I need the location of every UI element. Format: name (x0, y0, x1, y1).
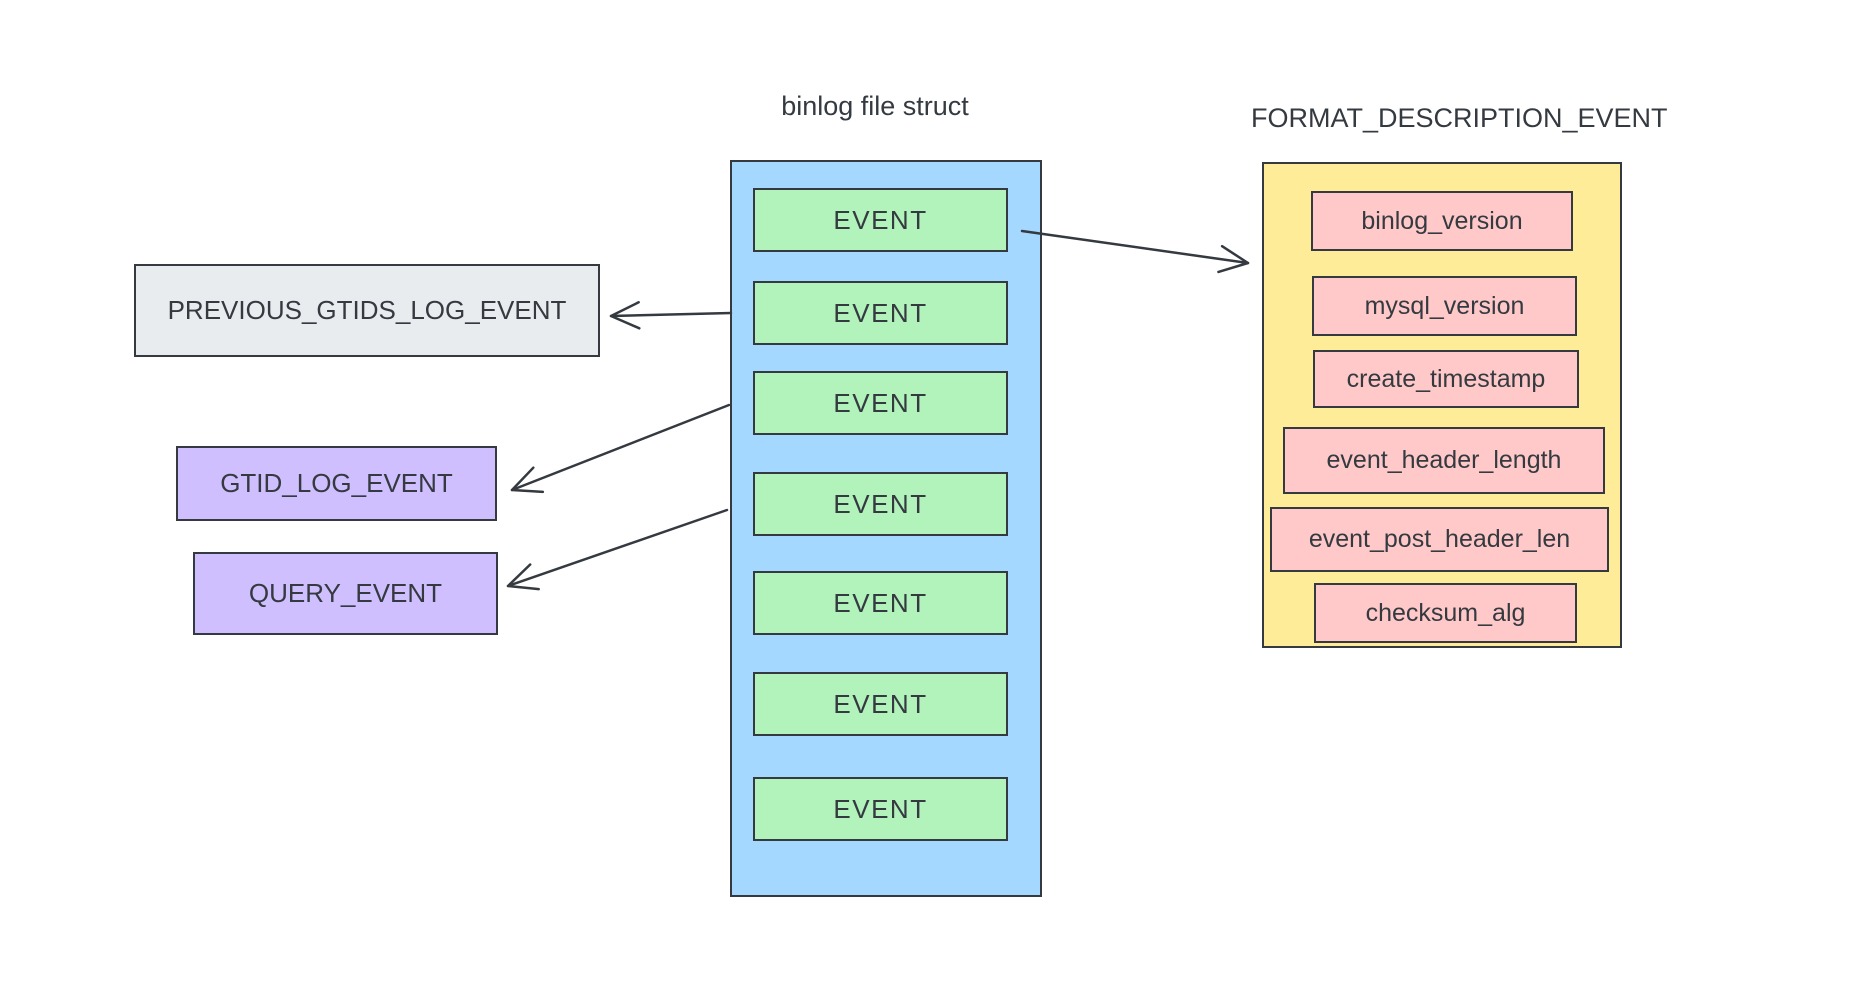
field-create-timestamp: create_timestamp (1313, 350, 1579, 408)
event-box-2: EVENT (753, 281, 1008, 345)
event-box-5: EVENT (753, 571, 1008, 635)
format-description-title: FORMAT_DESCRIPTION_EVENT (1251, 103, 1668, 133)
arrow-event3-to-gtid-log (510, 403, 731, 494)
event-box-1: EVENT (753, 188, 1008, 252)
event-box-6: EVENT (753, 672, 1008, 736)
arrow-event4-to-query (506, 508, 729, 591)
binlog-struct-title: binlog file struct (781, 91, 969, 121)
arrow-event1-to-format-description (1020, 229, 1250, 274)
previous-gtids-log-event-box: PREVIOUS_GTIDS_LOG_EVENT (134, 264, 600, 357)
event-box-3: EVENT (753, 371, 1008, 435)
field-event-header-length: event_header_length (1283, 427, 1605, 494)
event-box-7: EVENT (753, 777, 1008, 841)
field-event-post-header-len: event_post_header_len (1270, 507, 1609, 572)
field-mysql-version: mysql_version (1312, 276, 1577, 336)
query-event-box: QUERY_EVENT (193, 552, 498, 635)
field-checksum-alg: checksum_alg (1314, 583, 1577, 643)
arrow-event2-to-previous-gtids (609, 301, 733, 330)
event-box-4: EVENT (753, 472, 1008, 536)
gtid-log-event-box: GTID_LOG_EVENT (176, 446, 497, 521)
field-binlog-version: binlog_version (1311, 191, 1573, 251)
